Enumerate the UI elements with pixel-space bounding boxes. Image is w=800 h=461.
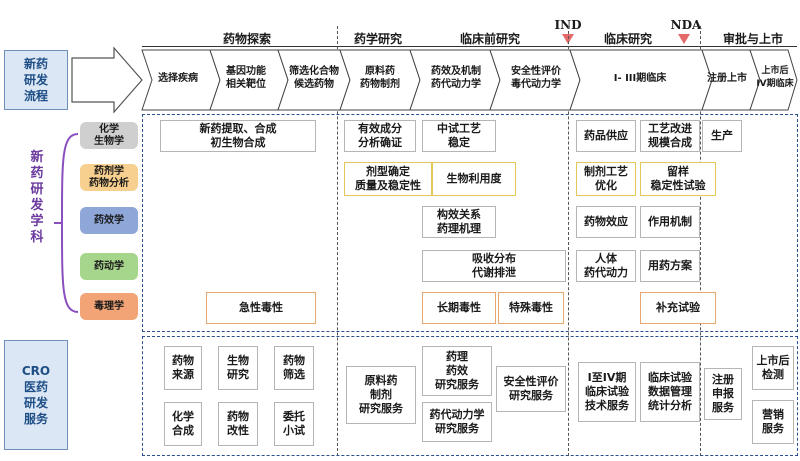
stage-pharmacy: 药学研究 — [353, 32, 402, 46]
discipline-pharmaceutics: 药剂学 药物分析 — [80, 164, 138, 191]
flow-step: 注册上市 — [707, 72, 747, 84]
flow-step: 原料药 药物制剂 — [360, 66, 400, 90]
cro-pk-box: 药代动力学 研究服务 — [422, 402, 492, 442]
cro-source-box: 药物 来源 — [164, 346, 202, 390]
flow-step: 筛选化合物 候选药物 — [289, 66, 339, 90]
pd-efficacy-box: 药物效应 — [576, 206, 636, 238]
cro-postmarket-box: 上市后 检测 — [752, 346, 794, 390]
chem-production-box: 生产 — [702, 120, 742, 152]
chem-supply-box: 药品供应 — [576, 120, 636, 152]
stage-divider — [700, 26, 701, 456]
form-dosage-box: 剂型确定 质量及稳定性 — [344, 162, 432, 196]
chem-improve-box: 工艺改进 规模合成 — [640, 120, 700, 152]
tox-special-box: 特殊毒性 — [498, 292, 564, 324]
stage-preclinical: 临床前研究 — [459, 32, 520, 46]
cro-frame — [142, 336, 798, 456]
cro-registration-box: 注册 申报 服务 — [704, 368, 742, 420]
flow-chevron — [749, 49, 798, 111]
flow-step: 药效及机制 药代动力学 — [431, 66, 481, 90]
cro-pilot-box: 委托 小试 — [274, 402, 314, 446]
cro-bio-box: 生物 研究 — [218, 346, 258, 390]
cro-pharmacology-box: 药理 药效 研究服务 — [422, 346, 492, 396]
cro-api-box: 原料药 制剂 研究服务 — [346, 366, 416, 424]
pk-human-box: 人体 药代动力 — [576, 250, 636, 282]
cro-modify-box: 药物 改性 — [218, 402, 258, 446]
tox-long-box: 长期毒性 — [422, 292, 496, 324]
cro-marketing-box: 营销 服务 — [752, 400, 794, 444]
chem-extract-box: 新药提取、合成 初生物合成 — [160, 120, 316, 152]
flow-step: 选择疾病 — [158, 72, 198, 84]
pk-dosing-box: 用药方案 — [640, 250, 700, 282]
pd-relation-box: 构效关系 药理机理 — [422, 206, 496, 238]
tox-supplement-box: 补充试验 — [640, 292, 716, 324]
form-process-box: 制剂工艺 优化 — [576, 162, 636, 196]
stage-approval: 审批与上市 — [722, 32, 783, 46]
stage-divider — [337, 26, 338, 456]
disciplines-bracket — [54, 133, 79, 313]
cro-safety-box: 安全性评价 研究服务 — [496, 366, 566, 412]
disciplines-frame — [142, 114, 798, 332]
disciplines-header: 新药研发学科 — [30, 150, 44, 245]
cro-header: CRO 医药 研发 服务 — [4, 340, 68, 450]
nda-marker-icon — [678, 34, 690, 44]
chem-effective-box: 有效成分 分析确证 — [344, 120, 416, 152]
pd-mechanism-box: 作用机制 — [640, 206, 700, 238]
stage-discovery: 药物探索 — [222, 32, 271, 46]
cro-data-box: 临床试验 数据管理 统计分析 — [640, 362, 700, 422]
discipline-pharmacokinetics: 药动学 — [80, 253, 138, 280]
flow-step: 上市后 IV期临床 — [756, 66, 794, 89]
discipline-toxicology: 毒理学 — [80, 293, 138, 320]
stage-divider — [568, 26, 569, 456]
flow-step: 安全性评价 毒代动力学 — [511, 66, 561, 90]
stage-nda: NDA — [670, 18, 702, 32]
flow-step: I- III期临床 — [613, 72, 667, 84]
cro-screening-box: 药物 筛选 — [274, 346, 314, 390]
flow-step: 基因功能 相关靶位 — [226, 66, 266, 90]
pk-adme-box: 吸收分布 代谢排泄 — [422, 250, 566, 282]
stage-clinical: 临床研究 — [603, 32, 652, 46]
flow-header: 新药 研发 流程 — [4, 50, 68, 110]
cro-synthesis-box: 化学 合成 — [164, 402, 202, 446]
stage-ind: IND — [554, 18, 582, 32]
form-sample-box: 留样 稳定性试验 — [640, 162, 716, 196]
discipline-chemistry: 化学 生物学 — [80, 122, 138, 149]
cro-clinical-box: I至IV期 临床试验 技术服务 — [578, 362, 636, 422]
discipline-pharmacodynamics: 药效学 — [80, 207, 138, 234]
form-bio-box: 生物利用度 — [432, 162, 516, 196]
chem-pilot-box: 中试工艺 稳定 — [422, 120, 496, 152]
flow-arrow-chain — [71, 46, 798, 114]
header-rule — [142, 46, 797, 47]
tox-acute-box: 急性毒性 — [206, 292, 316, 324]
flow-big-arrow — [71, 46, 143, 114]
